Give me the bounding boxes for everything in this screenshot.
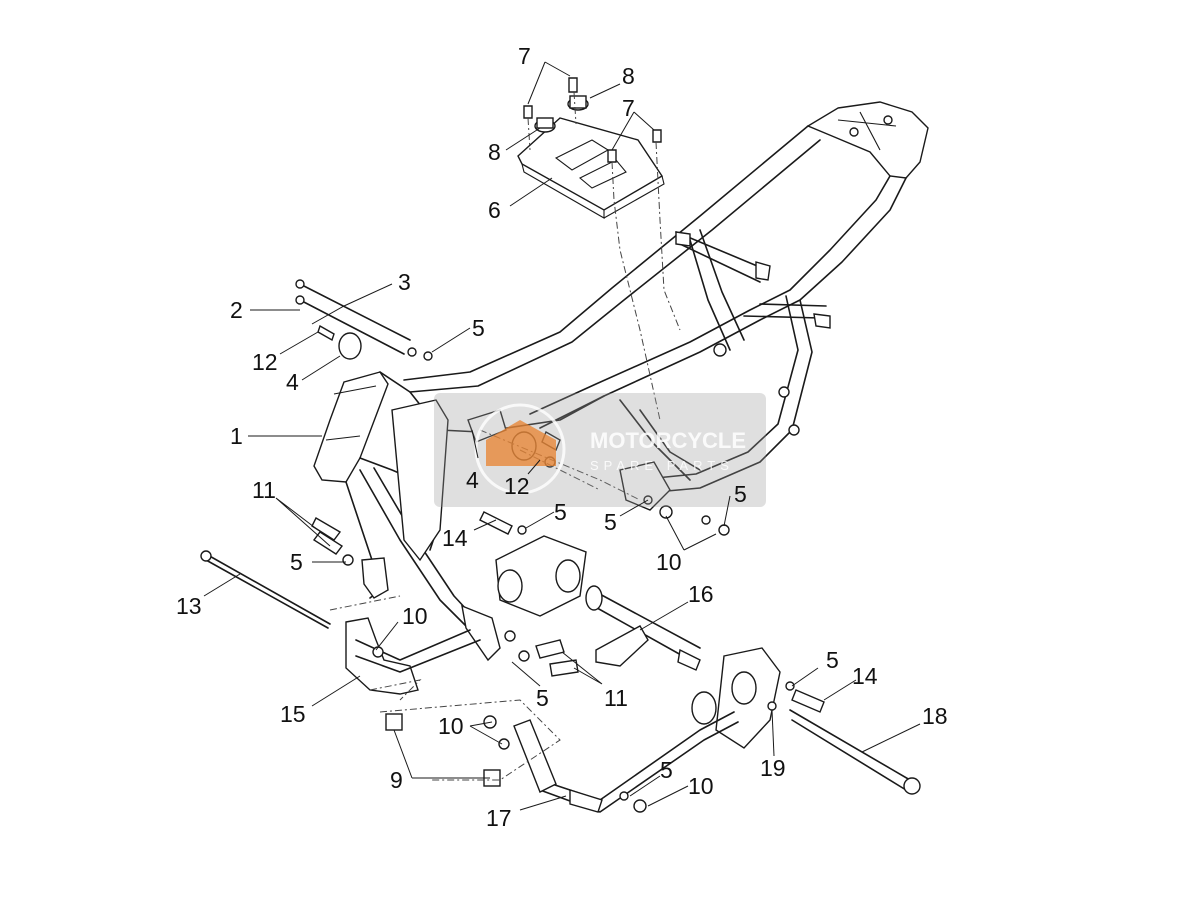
callout-5-upper: 5 xyxy=(472,315,485,341)
callout-numbers: 7 8 7 8 6 3 2 5 12 4 1 4 12 11 5 5 5 14 … xyxy=(176,43,948,831)
callout-12-center: 12 xyxy=(504,473,530,499)
engine-mount xyxy=(495,535,701,677)
watermark: MOTORCYCLE SPARE PARTS xyxy=(434,393,766,507)
callout-5-lower: 5 xyxy=(536,685,549,711)
callout-5-mid-right: 5 xyxy=(734,481,747,507)
callout-5-left: 5 xyxy=(290,549,303,575)
battery-tray-assembly xyxy=(517,77,681,421)
lower-cradle xyxy=(379,699,739,813)
callout-10-bottom: 10 xyxy=(688,773,714,799)
callout-16: 16 xyxy=(688,581,714,607)
callout-12-left: 12 xyxy=(252,349,278,375)
front-bolts xyxy=(295,279,433,361)
callout-14-left: 14 xyxy=(442,525,468,551)
callout-8-top: 8 xyxy=(622,63,635,89)
callout-9: 9 xyxy=(390,767,403,793)
callout-5-lower-right: 5 xyxy=(826,647,839,673)
right-hardware xyxy=(479,495,730,536)
right-mounts xyxy=(691,647,921,795)
callout-13: 13 xyxy=(176,593,202,619)
watermark-subtitle: SPARE PARTS xyxy=(590,458,734,473)
callout-1: 1 xyxy=(230,423,243,449)
callout-5-mid: 5 xyxy=(554,499,567,525)
callout-10-lower-left: 10 xyxy=(438,713,464,739)
callout-8-left: 8 xyxy=(488,139,501,165)
callout-4-left: 4 xyxy=(286,369,299,395)
callout-2: 2 xyxy=(230,297,243,323)
left-mounts xyxy=(200,517,481,701)
callout-7-top: 7 xyxy=(518,43,531,69)
main-frame xyxy=(313,101,929,662)
callout-7-right: 7 xyxy=(622,95,635,121)
callout-5-mid-left: 5 xyxy=(604,509,617,535)
callout-14-right: 14 xyxy=(852,663,878,689)
callout-15: 15 xyxy=(280,701,306,727)
leader-lines xyxy=(203,61,921,811)
callout-11-left: 11 xyxy=(252,477,276,503)
callout-5-bottom: 5 xyxy=(660,757,673,783)
callout-10-right: 10 xyxy=(656,549,682,575)
callout-19: 19 xyxy=(760,755,786,781)
watermark-title: MOTORCYCLE xyxy=(590,428,746,453)
callout-10-left: 10 xyxy=(402,603,428,629)
callout-4-center: 4 xyxy=(466,467,479,493)
callout-18: 18 xyxy=(922,703,948,729)
callout-17: 17 xyxy=(486,805,512,831)
callout-3: 3 xyxy=(398,269,411,295)
callout-6: 6 xyxy=(488,197,501,223)
callout-11-center: 11 xyxy=(604,685,628,711)
